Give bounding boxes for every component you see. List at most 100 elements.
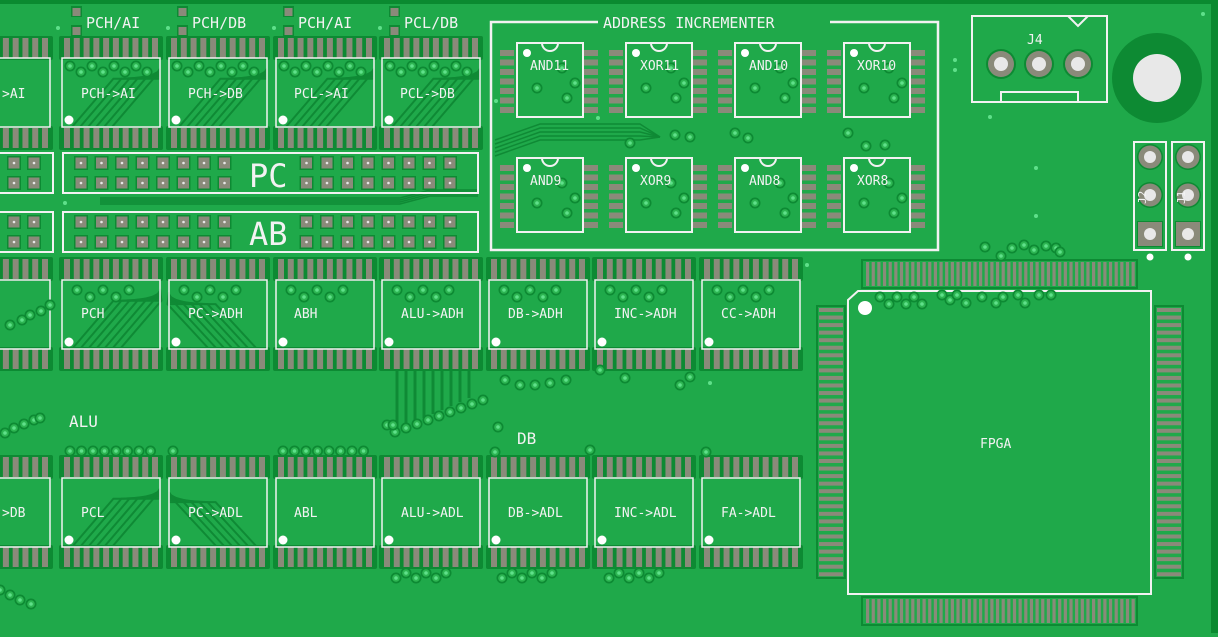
smd-pad	[645, 457, 652, 477]
ic-outline	[625, 157, 693, 233]
smd-pad	[103, 128, 110, 148]
smd-pad	[366, 38, 372, 58]
smd-pad	[22, 38, 29, 58]
via-hole	[520, 576, 524, 580]
smd-pad	[249, 259, 256, 279]
via-hole	[38, 416, 42, 420]
smd-pad	[442, 38, 449, 58]
pin1-marker	[1146, 253, 1154, 261]
smd-pad	[423, 259, 430, 279]
smd-pad	[403, 259, 410, 279]
smd-pad	[287, 349, 294, 369]
ic-notch	[868, 157, 886, 167]
smd-pad	[259, 128, 265, 148]
smd-pad	[733, 349, 740, 369]
jumper-pad	[284, 8, 293, 16]
via-hole	[28, 313, 32, 317]
fpga-pad	[1125, 262, 1130, 286]
ic-notch	[650, 157, 668, 167]
via-hole	[688, 375, 692, 379]
header-hole	[202, 220, 206, 224]
via-hole	[1058, 250, 1062, 254]
pin1-marker	[850, 164, 858, 172]
fpga-pad-keepout	[1154, 305, 1184, 579]
smd-pad	[597, 457, 603, 477]
smd-pad	[73, 259, 80, 279]
smd-pad	[142, 349, 149, 369]
smd-pad	[723, 349, 730, 369]
smd-pad	[718, 174, 732, 181]
smd-pad	[346, 547, 353, 567]
smd-pad	[733, 457, 740, 477]
smd-pad	[772, 349, 779, 369]
smd-pad	[693, 184, 707, 190]
smd-pad	[317, 128, 324, 148]
smd-pad	[83, 457, 90, 477]
smd-pad	[403, 457, 410, 477]
smd-pad	[520, 547, 527, 567]
smd-pad	[142, 547, 149, 567]
fpga-pad	[1108, 262, 1113, 286]
smd-pad	[665, 259, 672, 279]
address-incrementer-title: ADDRESS INCREMENTER	[603, 14, 776, 32]
jumper-pad	[284, 27, 293, 35]
smd-pad	[83, 349, 90, 369]
test-via	[378, 26, 382, 30]
th-hole	[1182, 151, 1194, 163]
chip-outline	[0, 279, 51, 350]
smd-pad	[32, 349, 39, 369]
smd-pad	[219, 547, 226, 567]
via-hole	[337, 70, 341, 74]
smd-pad	[287, 38, 294, 58]
fpga-pad	[819, 353, 843, 358]
via-hole	[292, 449, 297, 453]
copper-trace	[168, 491, 218, 548]
via-hole	[315, 449, 320, 453]
smd-pad	[510, 457, 517, 477]
smd-pad	[762, 349, 769, 369]
smd-pad	[584, 78, 598, 85]
smd-pad	[685, 457, 691, 477]
smd-pad	[287, 259, 294, 279]
smd-pad	[317, 259, 324, 279]
smd-pad	[142, 128, 149, 148]
smd-pad	[802, 97, 816, 104]
smd-pad	[32, 38, 39, 58]
smd-pad	[704, 259, 710, 279]
smd-pad	[500, 547, 507, 567]
header-hole	[32, 181, 36, 185]
smd-pad	[32, 457, 39, 477]
test-via	[272, 26, 276, 30]
smd-pad	[432, 38, 439, 58]
smd-pad	[584, 107, 598, 113]
smd-pad	[171, 349, 177, 369]
via-hole	[778, 66, 782, 70]
smd-pad	[510, 547, 517, 567]
smd-pad	[249, 349, 256, 369]
chip-outline	[275, 477, 375, 548]
smd-pad	[911, 78, 925, 85]
chip-label: XOR10	[857, 59, 896, 74]
copper-trace	[325, 68, 375, 128]
smd-pad	[180, 259, 187, 279]
th-hole	[1144, 151, 1156, 163]
smd-pad	[792, 349, 798, 369]
smd-pad	[83, 547, 90, 567]
via-hole	[404, 571, 408, 575]
via-hole	[783, 211, 787, 215]
header-hole	[448, 181, 452, 185]
fpga-pad	[882, 599, 887, 623]
fpga-pad	[1131, 599, 1135, 623]
smd-pad	[132, 259, 139, 279]
smd-pad	[584, 212, 598, 219]
th-hole	[1071, 57, 1085, 71]
copper-trace	[168, 293, 218, 350]
chip-label: ABL	[294, 506, 318, 521]
smd-pad	[723, 547, 730, 567]
via-hole	[359, 70, 363, 74]
ic-outline	[734, 42, 802, 118]
chip-label: XOR11	[640, 59, 679, 74]
via-hole	[459, 406, 463, 410]
